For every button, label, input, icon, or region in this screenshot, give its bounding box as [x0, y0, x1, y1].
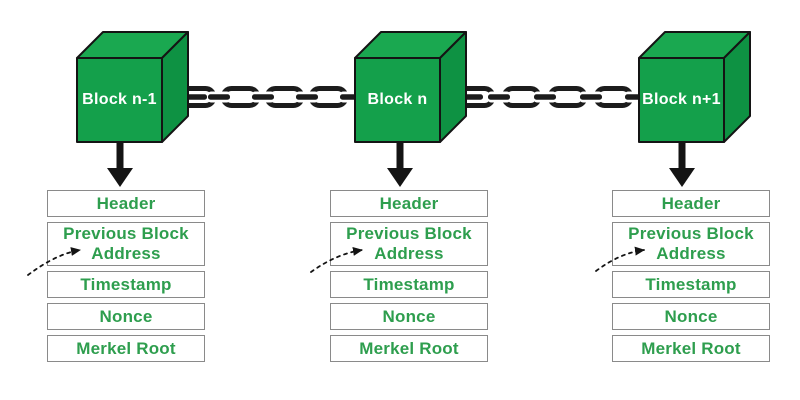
field-box-header: Header [47, 190, 205, 217]
field-box-timestamp: Timestamp [47, 271, 205, 298]
field-box-header: Header [330, 190, 488, 217]
block-fields-column-2: Header Previous Block Address Timestamp … [330, 0, 488, 400]
field-box-merkel-root: Merkel Root [612, 335, 770, 362]
field-box-previous-block-address: Previous Block Address [47, 222, 205, 266]
block-label-n: Block n [367, 91, 428, 108]
field-box-merkel-root: Merkel Root [330, 335, 488, 362]
block-label-n-1: Block n-1 [82, 91, 157, 108]
field-box-timestamp: Timestamp [612, 271, 770, 298]
field-box-merkel-root: Merkel Root [47, 335, 205, 362]
field-box-previous-block-address: Previous Block Address [612, 222, 770, 266]
field-box-timestamp: Timestamp [330, 271, 488, 298]
field-box-header: Header [612, 190, 770, 217]
field-box-nonce: Nonce [612, 303, 770, 330]
block-label-n+1: Block n+1 [642, 91, 721, 108]
field-box-nonce: Nonce [330, 303, 488, 330]
field-box-nonce: Nonce [47, 303, 205, 330]
block-fields-column-1: Header Previous Block Address Timestamp … [47, 0, 205, 400]
field-box-previous-block-address: Previous Block Address [330, 222, 488, 266]
